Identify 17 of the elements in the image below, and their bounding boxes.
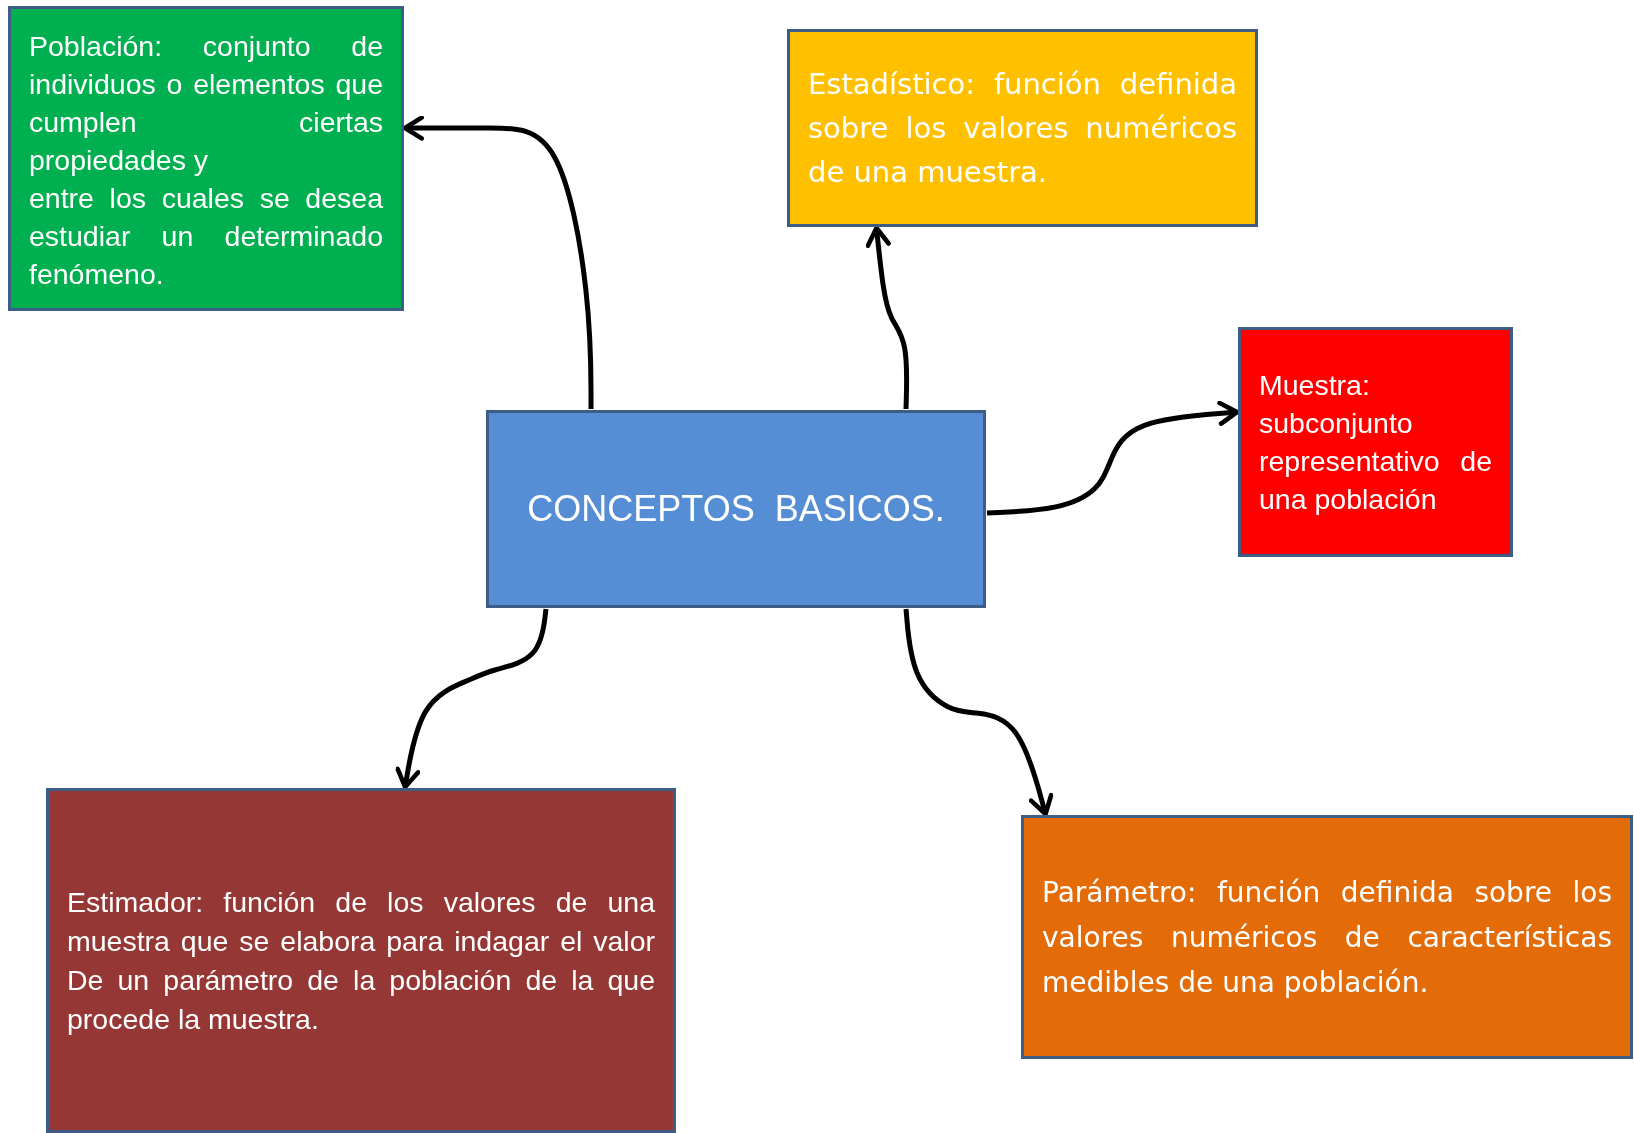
definition-box (787, 29, 1258, 227)
definition-box (46, 788, 676, 1133)
definition-box (1021, 815, 1633, 1059)
definition-text: Estadístico: función definida sobre los valores numéricos de una muestra. (808, 66, 1237, 191)
arrow (402, 115, 594, 409)
arrow (865, 225, 910, 410)
arrow (986, 400, 1240, 516)
central-concept-box (486, 410, 986, 608)
definition-text: Estimador: función de los valores de una muestra que se elabora para indagar el valor De un parámetro de la población de la que procede la muestra. (67, 884, 655, 1037)
definition-text: Parámetro: función definida sobre los valores numéricos de características medibles de una población. (1042, 874, 1612, 1001)
definition-text: Muestra: subconjunto representativo de una población (1259, 368, 1492, 517)
arrow (903, 608, 1054, 817)
definition-text: CONCEPTOS BASICOS. (526, 487, 946, 531)
definition-box (8, 6, 404, 311)
arrow (395, 608, 549, 790)
definition-box (1238, 327, 1513, 557)
definition-text: entre los cuales se desea estudiar un determinado fenómeno. (29, 181, 383, 292)
